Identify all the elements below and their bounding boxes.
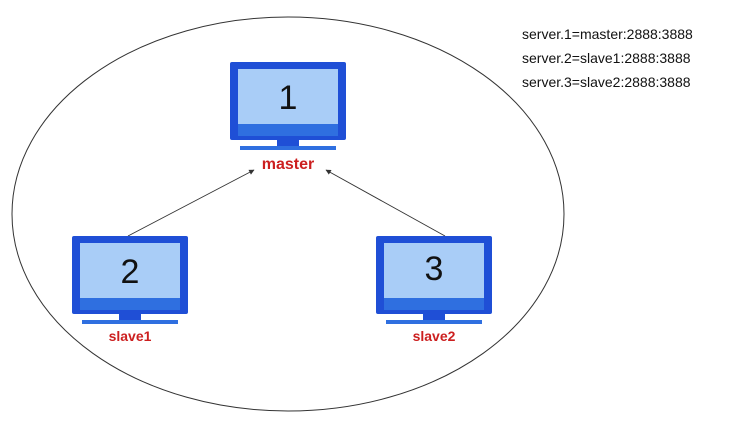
node-slave1: 2 slave1	[72, 236, 188, 344]
node-label-master: master	[262, 156, 314, 173]
node-slave2: 3 slave2	[376, 236, 492, 344]
config-line-server1: server.1=master:2888:3888	[522, 26, 693, 42]
cluster-boundary-ellipse	[11, 16, 565, 412]
arrow-slave2-to-master	[325, 169, 446, 237]
computer-monitor-icon	[376, 236, 492, 324]
config-line-server2: server.2=slave1:2888:3888	[522, 50, 691, 66]
node-label-slave2: slave2	[413, 328, 456, 344]
node-label-slave1: slave1	[109, 328, 152, 344]
node-number-slave1: 2	[121, 253, 140, 291]
computer-monitor-icon	[230, 62, 346, 150]
node-number-slave2: 3	[425, 250, 444, 288]
config-line-server3: server.3=slave2:2888:3888	[522, 74, 691, 90]
node-number-master: 1	[279, 79, 298, 117]
server-config-list: server.1=master:2888:3888 server.2=slave…	[522, 22, 727, 94]
computer-monitor-icon	[72, 236, 188, 324]
node-master: 1 master	[230, 62, 346, 173]
arrow-slave1-to-master	[127, 169, 255, 237]
